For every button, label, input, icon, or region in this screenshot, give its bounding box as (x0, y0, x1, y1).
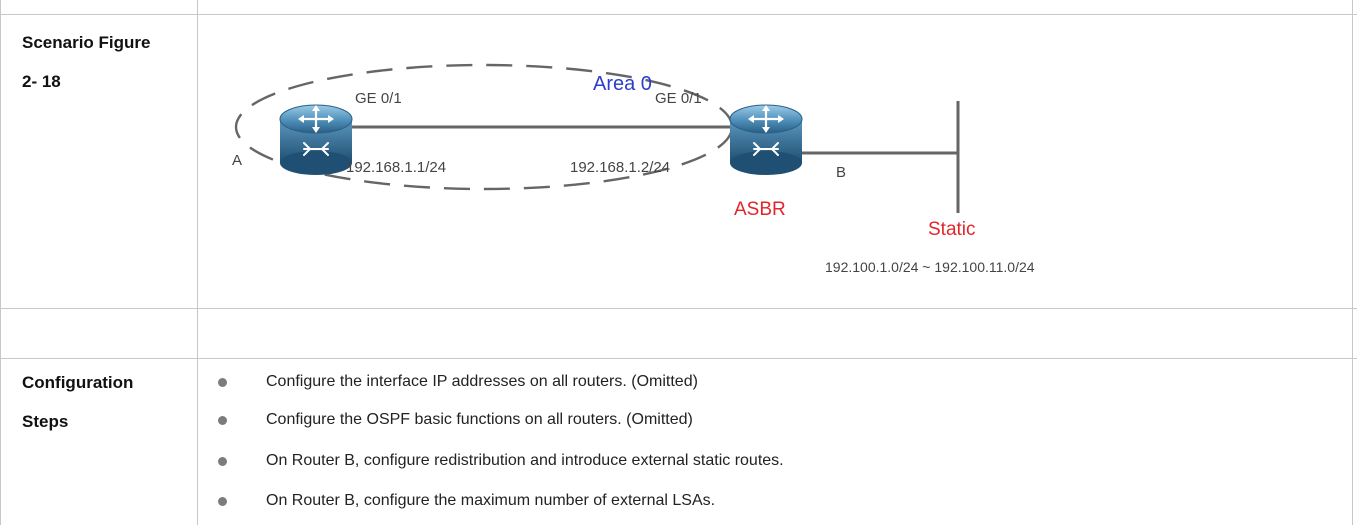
scenario-label: Scenario Figure 2- 18 (22, 33, 150, 92)
static-range: 192.100.1.0/24 ~ 192.100.11.0/24 (825, 259, 1035, 275)
asbr-label: ASBR (734, 199, 786, 220)
table-row-divider (0, 308, 1357, 309)
static-label: Static (928, 219, 976, 240)
router-a-icon (278, 103, 354, 177)
list-item: On Router B, configure the maximum numbe… (218, 489, 715, 513)
area-label: Area 0 (593, 73, 652, 95)
table-border-left (0, 0, 1, 525)
table-border-right (1352, 0, 1353, 525)
router-a-name: A (232, 152, 242, 169)
configuration-label-line2: Steps (22, 412, 69, 431)
router-b-ip: 192.168.1.2/24 (570, 159, 670, 176)
configuration-label: Configuration Steps (22, 373, 133, 432)
router-b-name: B (836, 164, 846, 181)
list-item: On Router B, configure redistribution an… (218, 449, 784, 473)
scenario-label-line2: 2- 18 (22, 72, 61, 91)
bullet-icon (218, 415, 227, 425)
table-row-divider (0, 358, 1357, 359)
list-item: Configure the OSPF basic functions on al… (218, 408, 693, 432)
list-item: Configure the interface IP addresses on … (218, 370, 698, 394)
bullet-icon (218, 456, 227, 466)
step-text: Configure the interface IP addresses on … (266, 373, 698, 390)
bullet-icon (218, 377, 227, 387)
step-text: On Router B, configure redistribution an… (266, 452, 784, 469)
router-a-ip: 192.168.1.1/24 (346, 159, 446, 176)
table-column-divider (197, 0, 198, 525)
configuration-label-line1: Configuration (22, 373, 134, 392)
step-text: On Router B, configure the maximum numbe… (266, 492, 716, 509)
router-b-icon (728, 103, 804, 177)
bullet-icon (218, 496, 227, 506)
router-a-interface: GE 0/1 (355, 90, 402, 107)
router-b-interface: GE 0/1 (655, 90, 702, 107)
step-text: Configure the OSPF basic functions on al… (266, 411, 693, 428)
network-diagram: Area 0 GE 0/1 192.168.1.1/24 A GE 0/1 19… (232, 63, 1035, 275)
table-border-top (0, 14, 1357, 15)
scenario-label-line1: Scenario Figure (22, 33, 151, 52)
